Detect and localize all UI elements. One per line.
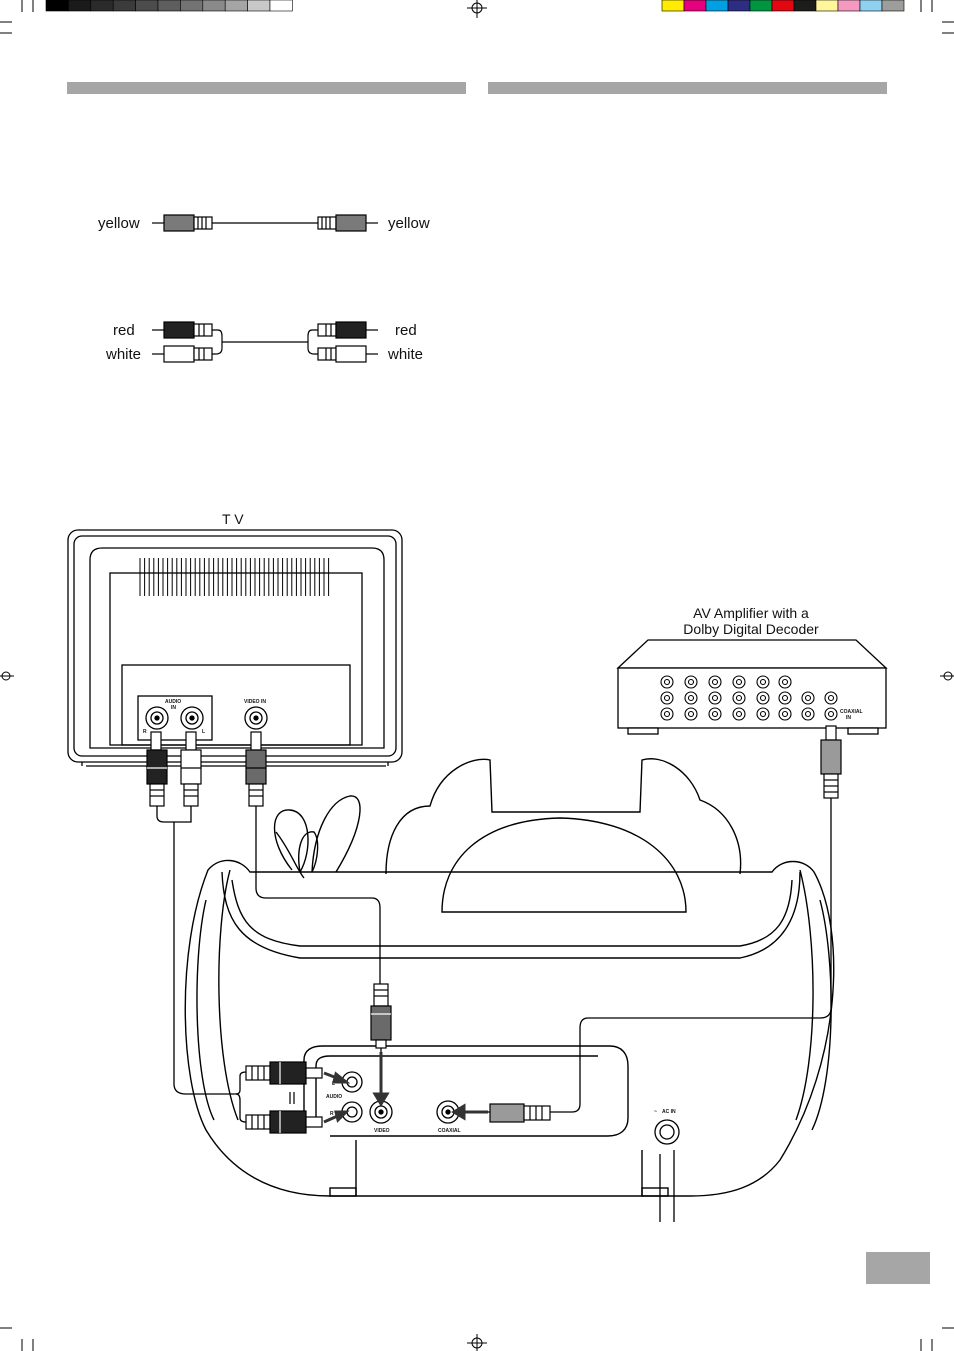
audio-cable-label-right-red: red [395,322,417,339]
connection-arrows [323,1052,488,1124]
tv-audio-l-label: L [202,729,205,735]
player-audio-l-label: L [332,1081,335,1087]
audio-cable-label-right-white: white [387,346,423,363]
registration-mark-right [940,671,954,681]
player-audio-label: AUDIO [326,1094,342,1100]
color-swatch [661,0,685,12]
gray-swatch [202,0,226,12]
registration-mark-left [0,671,14,681]
gray-swatch [112,0,136,12]
gray-calibration-bar [45,0,293,12]
section-header-bar-left [67,82,466,94]
amplifier-coaxial-in-label: COAXIAL [840,709,863,715]
tv-plugs [146,731,267,807]
tv-audio-in-label: AUDIO [165,699,181,705]
player-video-label: VIDEO [374,1128,390,1134]
video-cable-label-left: yellow [98,215,140,232]
amplifier-coaxial-plug [820,725,842,799]
player-ac-in-label: AC IN [662,1109,676,1115]
tv-illustration: T V AUDIO IN R L VIDEO IN [67,511,403,767]
player-coaxial-label: COAXIAL [438,1128,461,1134]
amplifier-title-line2: Dolby Digital Decoder [683,621,819,637]
gray-swatch [247,0,271,12]
color-calibration-bar [661,0,905,12]
player-jacks [341,1071,680,1145]
color-swatch [749,0,773,12]
section-header-bar-right [488,82,887,94]
audio-cable-illustration: red white red white [105,321,423,363]
color-swatch [705,0,729,12]
ac-symbol-icon: ~ [654,1109,657,1115]
color-swatch [837,0,861,12]
gray-swatch [224,0,248,12]
gray-swatch [90,0,114,12]
color-swatch [815,0,839,12]
video-cable-label-right: yellow [388,215,430,232]
gray-swatch [269,0,293,12]
gray-swatch [157,0,181,12]
player-plugs [245,983,551,1134]
tv-video-in-label: VIDEO IN [244,699,266,705]
color-swatch [727,0,751,12]
gray-swatch [180,0,204,12]
video-cable-illustration: yellow yellow [98,214,430,232]
page-number-tab [866,1252,930,1284]
gray-swatch [45,0,69,12]
connection-cables [156,798,832,1222]
tv-title: T V [222,511,244,527]
audio-cable-label-left-red: red [113,322,135,339]
registration-mark-top [467,0,487,18]
tv-audio-r-label: R [143,729,147,735]
color-swatch [881,0,905,12]
registration-mark-bottom [467,1334,487,1351]
player-audio-r-label: R [330,1111,334,1117]
color-swatch [771,0,795,12]
audio-cable-label-left-white: white [105,346,141,363]
av-amplifier-illustration: AV Amplifier with a Dolby Digital Decode… [616,605,888,735]
color-swatch [793,0,817,12]
color-swatch [683,0,707,12]
tv-audio-in-label-2: IN [171,705,176,711]
color-swatch [859,0,883,12]
amplifier-title-line1: AV Amplifier with a [693,605,809,621]
gray-swatch [135,0,159,12]
amplifier-coaxial-in-label-2: IN [846,715,851,721]
gray-swatch [68,0,92,12]
